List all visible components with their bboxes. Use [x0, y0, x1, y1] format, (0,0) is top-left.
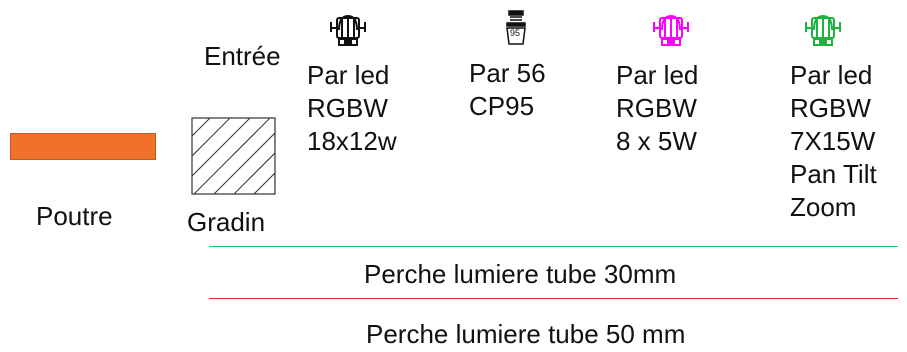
fixture-1-label: Par led RGBW 18x12w: [307, 60, 397, 156]
poutre-swatch: [10, 133, 156, 160]
perche-50mm-label: Perche lumiere tube 50 mm: [366, 319, 686, 349]
par-led-black-icon: [330, 14, 366, 46]
par-led-green-icon: [805, 14, 841, 46]
gradin-label: Gradin: [187, 207, 266, 237]
perche-30mm-label: Perche lumiere tube 30mm: [364, 259, 677, 289]
gradin-hatch-swatch: [191, 117, 276, 195]
cp95-badge: 95: [510, 28, 521, 38]
fixture-2-label: Par 56 CP95: [469, 58, 546, 121]
poutre-label: Poutre: [36, 201, 113, 231]
entree-label: Entrée: [204, 41, 281, 71]
par56-cp95-icon: [506, 10, 526, 45]
fixture-4-label: Par led RGBW 7X15W Pan Tilt Zoom: [790, 60, 877, 222]
perche-30mm-line: [209, 246, 898, 247]
fixture-3-label: Par led RGBW 8 x 5W: [616, 60, 699, 156]
par-led-magenta-icon: [653, 14, 689, 46]
perche-50mm-line: [209, 298, 898, 299]
